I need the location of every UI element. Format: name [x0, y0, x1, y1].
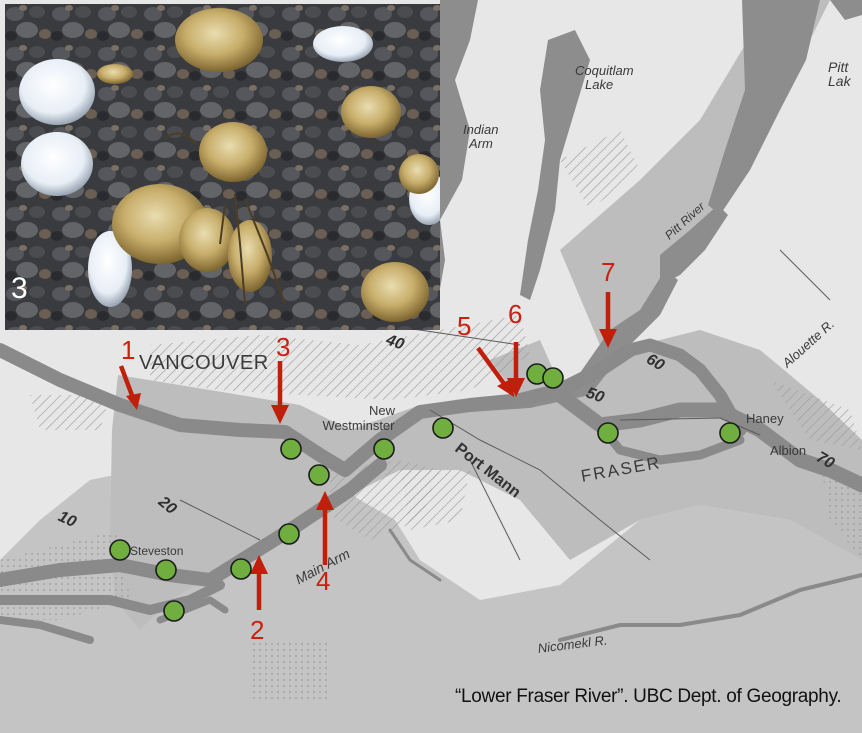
label-coquitlam-lake: Coquitlam Lake [575, 64, 634, 92]
site-dot [155, 559, 177, 581]
tan-shell [341, 86, 401, 138]
site-number-7: 7 [601, 257, 616, 287]
label-line: New [369, 403, 396, 418]
site-number-6: 6 [508, 299, 523, 329]
site-dot [542, 367, 564, 389]
label-pitt-lake: Pitt Lak [828, 60, 851, 88]
label-vancouver: VANCOUVER [139, 352, 269, 374]
label-line: Lake [585, 77, 614, 92]
site-dot [308, 464, 330, 486]
white-shell [313, 26, 373, 62]
arrow-site-7 [599, 292, 617, 348]
arrow-site-2 [250, 555, 268, 610]
site-dot [278, 523, 300, 545]
site-dot [230, 558, 252, 580]
shells [19, 8, 440, 322]
label-line: Westminster [322, 418, 395, 433]
site-number-3: 3 [276, 332, 291, 362]
site-number-2: 2 [250, 615, 265, 645]
label-steveston: Steveston [130, 544, 184, 558]
arrow-site-4 [316, 491, 334, 565]
label-line: Indian [463, 122, 499, 137]
site-dot [373, 438, 395, 460]
site-dot [719, 422, 741, 444]
label-line: Pitt [828, 59, 849, 75]
label-line: Arm [469, 136, 493, 151]
arrow-site-1 [118, 365, 141, 410]
site-dot [163, 600, 185, 622]
site-dot [432, 417, 454, 439]
site-number-4: 4 [316, 566, 331, 596]
site-number-5: 5 [457, 311, 472, 341]
photo-label: 3 [11, 272, 28, 305]
tan-shell [175, 8, 263, 72]
label-line: Coquitlam [575, 63, 634, 78]
site-number-1: 1 [121, 335, 136, 365]
label-line: Lak [828, 73, 851, 89]
label-haney: Haney [746, 411, 784, 426]
photo-drawing [5, 4, 440, 330]
label-albion: Albion [770, 443, 807, 458]
tan-shell [361, 262, 429, 322]
white-shell [88, 231, 132, 307]
sampling-sites [109, 363, 741, 622]
tan-shell [228, 220, 272, 292]
label-indian-arm: Indian Arm [463, 123, 498, 151]
site-dot [109, 539, 131, 561]
tan-shell [179, 208, 235, 272]
site-dot [597, 422, 619, 444]
label-new-westminster: New Westminster [322, 403, 396, 433]
white-shell [21, 132, 93, 196]
white-shell [19, 59, 95, 125]
map-credit: “Lower Fraser River”. UBC Dept. of Geogr… [455, 686, 842, 707]
tan-shell [399, 154, 439, 194]
site-dot [280, 438, 302, 460]
arrow-site-6 [507, 342, 525, 397]
tan-shell [97, 64, 133, 84]
vegetation-debris [164, 132, 286, 305]
site-arrows [118, 292, 617, 610]
tan-shell [199, 122, 267, 182]
arrow-site-3 [271, 361, 289, 424]
clam-shells-photo: 3 [5, 4, 440, 330]
